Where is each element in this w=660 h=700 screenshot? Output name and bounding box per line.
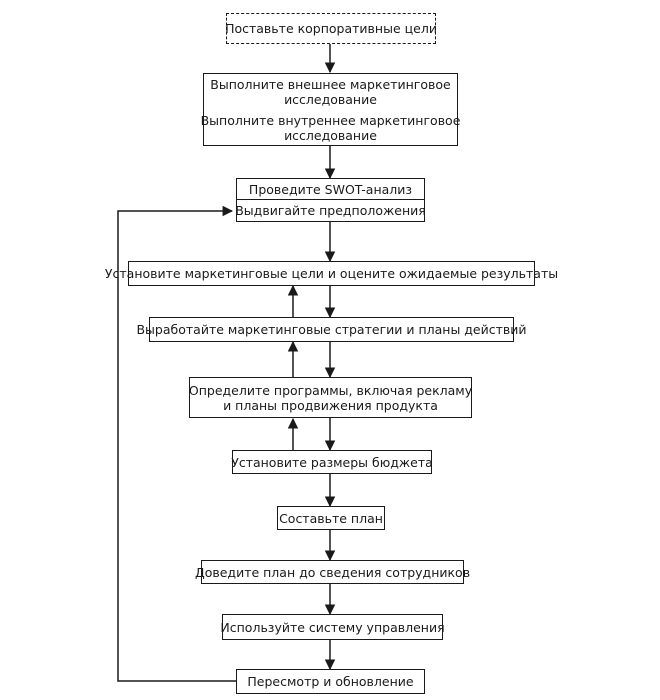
step-review-update: Пересмотр и обновление bbox=[236, 669, 425, 694]
internal-research-line-1: Выполните внутреннее маркетинговое bbox=[200, 112, 461, 128]
step-make-plan: Составьте план bbox=[277, 506, 385, 530]
step-make-plan-label: Составьте план bbox=[279, 510, 383, 526]
step-swot-analysis-label: Проведите SWOT-анализ bbox=[248, 181, 413, 197]
step-budget: Установите размеры бюджета bbox=[231, 450, 433, 474]
step-programs-line-1: Определите программы, включая рекламу bbox=[188, 382, 473, 398]
step-communicate-plan: Доведите план до сведения сотрудников bbox=[195, 560, 470, 584]
step-market-research: Выполните внешнее маркетинговое исследов… bbox=[200, 73, 461, 146]
step-corporate-goals: Поставьте корпоративные цели bbox=[225, 13, 437, 44]
internal-research-line-2: исследование bbox=[284, 127, 377, 143]
step-review-update-label: Пересмотр и обновление bbox=[247, 674, 414, 689]
step-marketing-strategies-label: Выработайте маркетинговые стратегии и пл… bbox=[136, 322, 527, 337]
step-programs: Определите программы, включая рекламу и … bbox=[189, 377, 472, 418]
step-marketing-strategies: Выработайте маркетинговые стратегии и пл… bbox=[136, 317, 527, 342]
step-communicate-plan-label: Доведите план до сведения сотрудников bbox=[194, 564, 471, 580]
external-research-line-1: Выполните внешнее маркетинговое bbox=[210, 76, 451, 92]
external-research-line-2: исследование bbox=[284, 91, 377, 107]
step-programs-line-2: и планы продвижения продукта bbox=[223, 397, 438, 413]
step-marketing-goals-label: Установите маркетинговые цели и оцените … bbox=[104, 266, 559, 281]
step-corporate-goals-label: Поставьте корпоративные цели bbox=[225, 21, 437, 36]
step-control-system-label: Используйте систему управления bbox=[220, 619, 445, 635]
step-assumptions-label: Выдвигайте предположения bbox=[235, 203, 426, 218]
step-swot-analysis: Проведите SWOT-анализ bbox=[236, 178, 425, 200]
step-control-system: Используйте систему управления bbox=[220, 614, 445, 640]
step-assumptions: Выдвигайте предположения bbox=[235, 199, 426, 222]
step-budget-label: Установите размеры бюджета bbox=[231, 454, 433, 470]
step-marketing-goals: Установите маркетинговые цели и оцените … bbox=[105, 261, 558, 286]
